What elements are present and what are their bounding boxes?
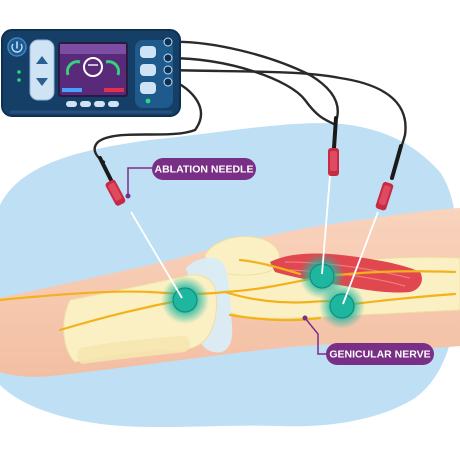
screen-button-4[interactable] — [108, 101, 119, 107]
cables — [93, 40, 407, 164]
genicular-nerve-callout: GENICULAR NERVE — [302, 315, 434, 365]
port-1[interactable] — [163, 37, 173, 47]
needle-handle-3 — [375, 144, 403, 211]
ablation-needle-label: ABLATION NEEDLE — [155, 164, 254, 176]
screen-button-2[interactable] — [80, 101, 91, 107]
port-3[interactable] — [163, 65, 173, 75]
fibula-bone — [77, 336, 191, 364]
genicular-nerve-label: GENICULAR NERVE — [329, 349, 430, 361]
port-2[interactable] — [163, 53, 173, 63]
needle-handle-2 — [328, 116, 339, 176]
screen-button-1[interactable] — [66, 101, 77, 107]
needle-handle-1 — [98, 156, 126, 206]
rf-generator — [1, 29, 181, 117]
screen-button-3[interactable] — [94, 101, 105, 107]
needle-shafts — [130, 175, 379, 305]
arrow-up-icon[interactable] — [36, 56, 48, 64]
ablation-needle-callout: ABLATION NEEDLE — [125, 158, 256, 199]
arrow-down-icon[interactable] — [36, 78, 48, 86]
port-4[interactable] — [163, 77, 173, 87]
